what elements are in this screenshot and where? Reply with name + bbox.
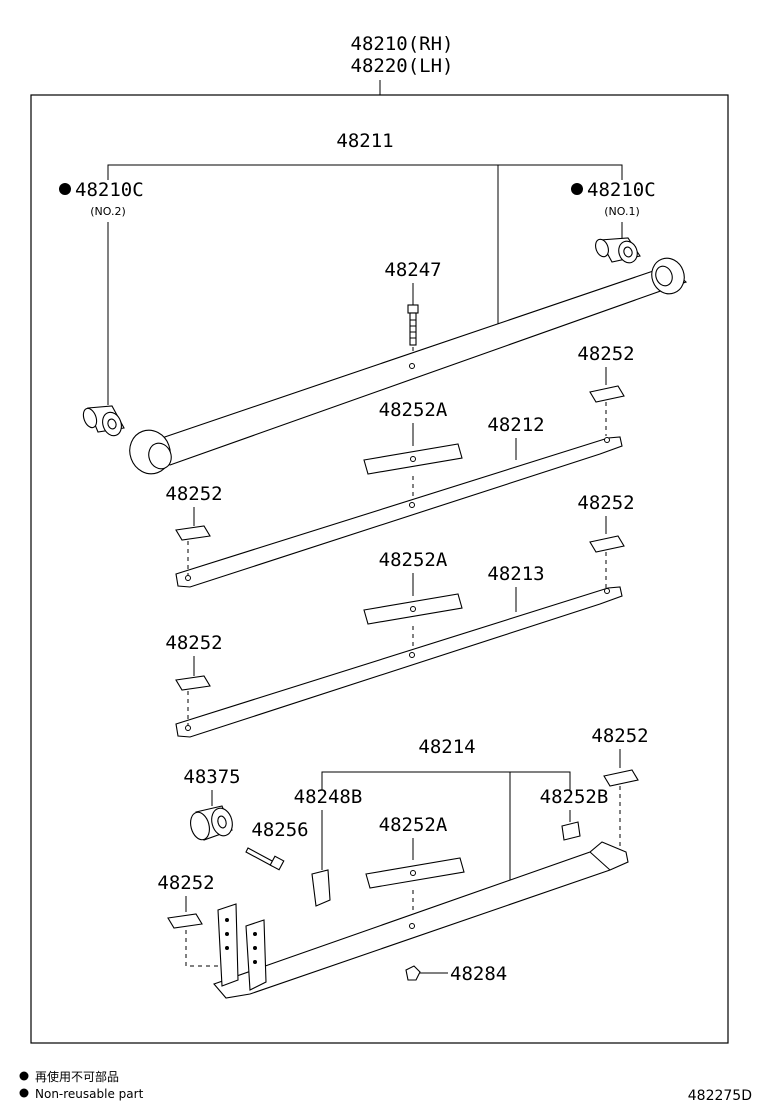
pad-48252-c[interactable] [589, 535, 625, 553]
label-48256[interactable]: 48256 [251, 819, 308, 841]
label-48252-f[interactable]: 48252 [157, 872, 214, 894]
assembly-frame [30, 94, 729, 1044]
label-48213[interactable]: 48213 [487, 563, 544, 585]
leaf-spring-48211[interactable] [124, 254, 690, 480]
leaf-spring-48212[interactable] [175, 436, 623, 588]
label-48252-e[interactable]: 48252 [591, 725, 648, 747]
legend-line-2: Non-reusable part [35, 1087, 144, 1101]
non-reusable-marker-left [59, 183, 71, 195]
label-48252a-a[interactable]: 48252A [379, 399, 448, 421]
label-48252a-b[interactable]: 48252A [379, 549, 448, 571]
label-48210c-no1-sub: (NO.1) [604, 205, 640, 218]
label-48252-c[interactable]: 48252 [577, 492, 634, 514]
label-48284[interactable]: 48284 [450, 963, 507, 985]
pad-48252-e[interactable] [603, 769, 639, 787]
bushing-48210c-left[interactable] [81, 405, 125, 438]
pad-48252-b[interactable] [175, 525, 211, 541]
nut-48284[interactable] [405, 965, 421, 981]
label-48375[interactable]: 48375 [183, 766, 240, 788]
legend-marker-2 [19, 1088, 29, 1098]
label-48210-rh[interactable]: 48210(RH) [351, 33, 454, 55]
label-48211[interactable]: 48211 [336, 130, 393, 152]
label-48247[interactable]: 48247 [384, 259, 441, 281]
leaf-spring-48214[interactable] [213, 841, 629, 999]
label-48220-lh[interactable]: 48220(LH) [351, 55, 454, 77]
label-48252b[interactable]: 48252B [540, 786, 609, 808]
label-48252-b[interactable]: 48252 [165, 483, 222, 505]
bracket-48214 [321, 771, 571, 790]
non-reusable-marker-right [571, 183, 583, 195]
bushing-48210c-right[interactable] [593, 237, 641, 265]
pad-48252-f[interactable] [167, 913, 203, 929]
label-48214[interactable]: 48214 [418, 736, 475, 758]
bolt-48256[interactable] [245, 847, 285, 871]
bushing-48375[interactable] [188, 805, 236, 842]
leaf-spring-48213[interactable] [175, 586, 623, 738]
label-48212[interactable]: 48212 [487, 414, 544, 436]
label-48252-a[interactable]: 48252 [577, 343, 634, 365]
bracket-48211 [107, 164, 623, 180]
label-48252a-c[interactable]: 48252A [379, 814, 448, 836]
legend-line-1: 再使用不可部品 [35, 1069, 119, 1084]
label-48210c-no1[interactable]: 48210C [587, 179, 656, 201]
label-48252-d[interactable]: 48252 [165, 632, 222, 654]
label-48210c-no2[interactable]: 48210C [75, 179, 144, 201]
diagram-ref: 482275D [688, 1088, 752, 1104]
label-48248b[interactable]: 48248B [294, 786, 363, 808]
clip-48252b[interactable] [561, 821, 581, 841]
plate-48248b[interactable] [311, 869, 331, 907]
dash-48252-f [185, 930, 220, 967]
bolt-48247[interactable] [407, 304, 419, 346]
pad-48252-d[interactable] [175, 675, 211, 691]
legend-marker-1 [19, 1071, 29, 1081]
label-48210c-no2-sub: (NO.2) [90, 205, 126, 218]
pad-48252-a[interactable] [589, 385, 625, 403]
